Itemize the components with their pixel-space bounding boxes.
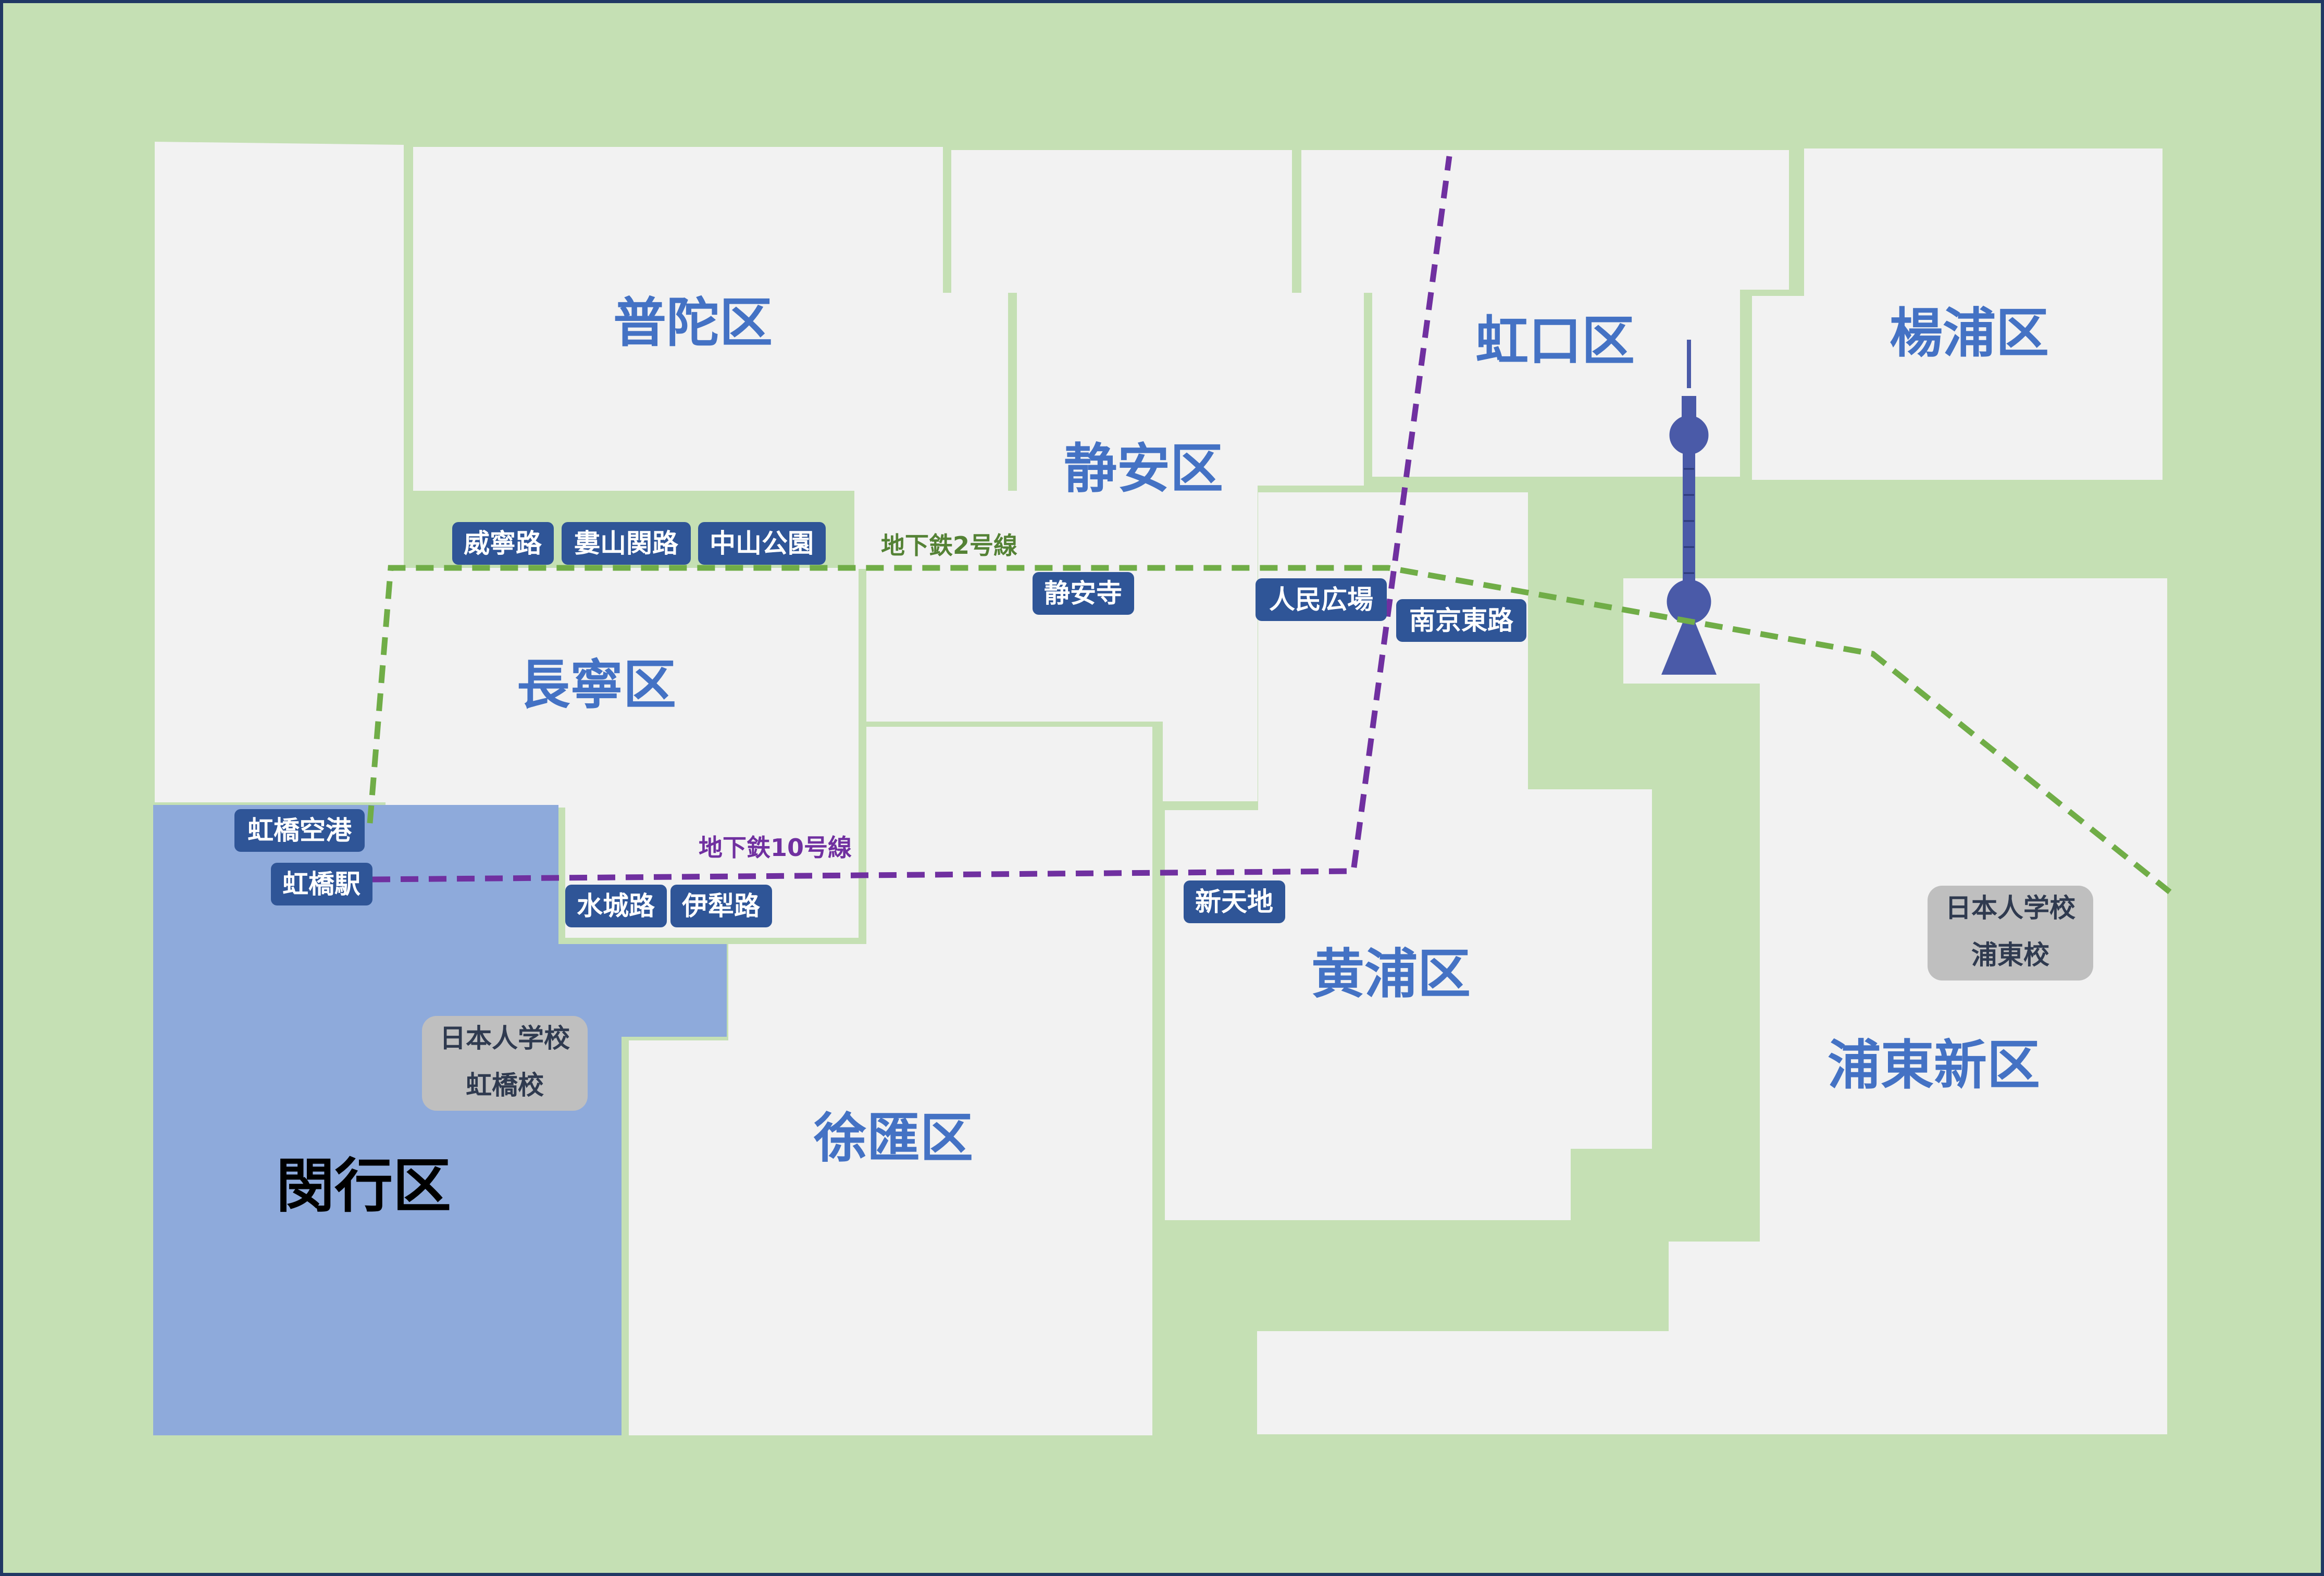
station-label: 新天地	[1195, 887, 1273, 917]
school-label-line2: 虹橋校	[466, 1070, 544, 1100]
district-label-yangpu: 楊浦区	[1890, 303, 2049, 365]
district-label-pudong: 浦東新区	[1828, 1035, 2040, 1097]
station-hongqiao-airport[interactable]: 虹橋空港	[234, 809, 365, 852]
metro-line-2-label: 地下鉄2号線	[881, 531, 1017, 560]
station-jingan-temple[interactable]: 静安寺	[1033, 572, 1134, 615]
school-hongqiao[interactable]: 日本人学校 虹橋校	[422, 1016, 588, 1111]
district-huangpu[interactable]	[1165, 492, 1652, 1220]
station-xintiandi[interactable]: 新天地	[1184, 880, 1285, 923]
station-label: 水城路	[577, 891, 655, 921]
district-label-xuhui: 徐匯区	[813, 1108, 973, 1170]
station-label: 人民広場	[1269, 585, 1373, 615]
metro-line-2	[367, 565, 2172, 895]
district-label-putuo: 普陀区	[613, 292, 773, 354]
station-peoples-square[interactable]: 人民広場	[1256, 578, 1387, 621]
station-hongqiao-railway[interactable]: 虹橋駅	[271, 863, 372, 905]
station-label: 伊犁路	[681, 891, 761, 921]
districts	[153, 142, 2167, 1435]
station-east-nanjing[interactable]: 南京東路	[1396, 599, 1526, 642]
station-loushanguan[interactable]: 婁山関路	[562, 522, 691, 565]
district-pudong[interactable]	[1257, 578, 2167, 1434]
station-weining[interactable]: 威寧路	[452, 522, 554, 565]
station-yili[interactable]: 伊犁路	[670, 885, 772, 927]
tv-tower-icon	[1661, 340, 1717, 675]
stations: 威寧路 婁山関路 中山公園 静安寺 人民広場 南京東路 虹橋空港 虹橋駅	[234, 522, 1526, 927]
station-shuicheng[interactable]: 水城路	[565, 885, 667, 927]
station-label: 虹橋駅	[282, 869, 361, 899]
station-zhongshan-park[interactable]: 中山公園	[698, 522, 826, 565]
station-label: 南京東路	[1409, 605, 1514, 636]
station-label: 婁山関路	[574, 528, 679, 559]
district-jingan[interactable]	[854, 150, 1364, 801]
district-putuo[interactable]	[413, 147, 1008, 491]
district-label-hongkou: 虹口区	[1475, 311, 1635, 373]
school-label-line2: 浦東校	[1971, 940, 2049, 970]
district-labels: 普陀区 静安区 虹口区 楊浦区 長寧区 黄浦区 浦東新区 徐匯区 閔行区	[276, 292, 2049, 1220]
station-label: 中山公園	[710, 528, 814, 559]
school-pudong[interactable]: 日本人学校 浦東校	[1928, 886, 2093, 981]
metro-line-10-label: 地下鉄10号線	[699, 834, 852, 862]
district-label-changning: 長寧区	[517, 654, 676, 716]
school-label-line1: 日本人学校	[440, 1023, 570, 1053]
station-label: 虹橋空港	[247, 815, 352, 846]
district-changning[interactable]	[386, 568, 859, 938]
school-label-line1: 日本人学校	[1945, 893, 2076, 923]
district-label-huangpu: 黄浦区	[1311, 944, 1471, 1006]
district-label-jingan: 静安区	[1064, 438, 1223, 500]
metro-line-10	[372, 156, 1452, 883]
district-hongkou[interactable]	[1301, 150, 1789, 477]
district-west-area[interactable]	[155, 142, 404, 802]
station-label: 静安寺	[1044, 578, 1122, 609]
district-label-minhang: 閔行区	[276, 1152, 451, 1220]
district-yangpu[interactable]	[1752, 148, 2163, 480]
district-xuhui[interactable]	[629, 727, 1152, 1435]
district-minhang[interactable]	[153, 805, 727, 1435]
station-label: 威寧路	[464, 528, 542, 559]
